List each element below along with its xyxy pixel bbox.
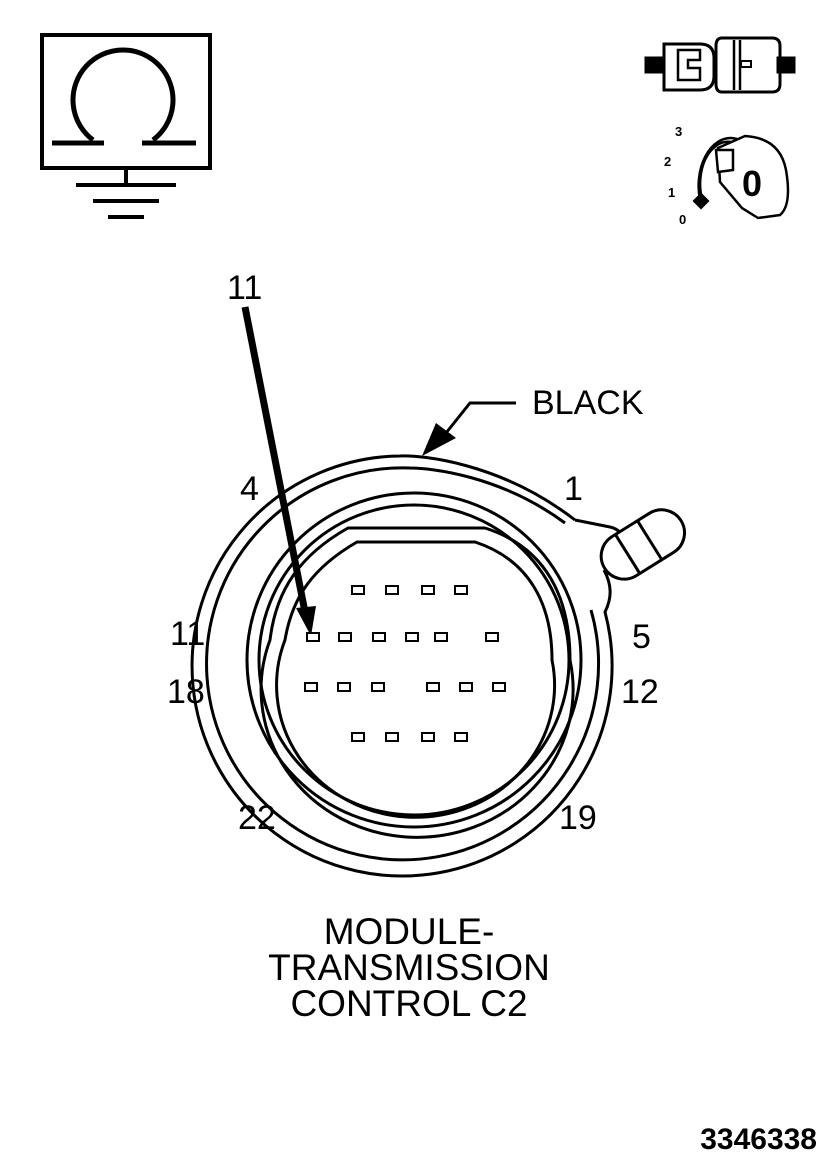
color-callout-leader [422, 401, 516, 456]
terminal-cavities [304, 585, 506, 742]
terminal-cavity [454, 585, 468, 595]
pin-label-12: 12 [621, 673, 659, 711]
pin-label-22: 22 [238, 799, 276, 837]
terminal-cavity [385, 732, 399, 742]
pin-label-1: 1 [564, 470, 583, 508]
terminal-cavity [371, 682, 385, 692]
terminal-cavity [385, 585, 399, 595]
terminal-cavity [454, 732, 468, 742]
terminal-cavity [372, 632, 386, 642]
ignition-position-2: 2 [664, 154, 671, 169]
terminal-cavity [405, 632, 419, 642]
terminal-cavity [304, 682, 318, 692]
terminal-cavity [459, 682, 473, 692]
ignition-position-1: 1 [668, 185, 675, 200]
terminal-cavity [421, 732, 435, 742]
ignition-key-off-icon: 3 2 1 0 0 [664, 124, 790, 227]
terminal-cavity [421, 585, 435, 595]
pin-label-5: 5 [632, 618, 651, 656]
figure-number: 3346338 [700, 1123, 817, 1156]
pin-label-18: 18 [167, 673, 205, 711]
caption-line-3: CONTROL C2 [290, 983, 527, 1024]
connector-body [190, 454, 687, 878]
terminal-cavity [338, 632, 352, 642]
terminal-cavity [485, 632, 499, 642]
ohmmeter-ground-icon [40, 33, 212, 219]
terminal-cavity [434, 632, 448, 642]
connector-color-label: BLACK [532, 384, 644, 422]
terminal-cavity [351, 585, 365, 595]
terminal-cavity [306, 632, 320, 642]
pin-label-11: 11 [170, 615, 205, 653]
terminal-cavity [351, 732, 365, 742]
ignition-key-label: 0 [742, 163, 762, 204]
connector-latch [599, 508, 687, 581]
disconnected-connector-icon [644, 36, 796, 94]
caption-line-1: MODULE- [324, 911, 495, 952]
ignition-position-0: 0 [679, 212, 686, 227]
ignition-position-3: 3 [675, 124, 682, 139]
pin-label-19: 19 [559, 799, 597, 837]
terminal-cavity [492, 682, 506, 692]
pin-label-4: 4 [240, 470, 259, 508]
terminal-cavity [426, 682, 440, 692]
caption-line-2: TRANSMISSION [268, 947, 550, 988]
terminal-cavity [337, 682, 351, 692]
pointer-label: 11 [227, 269, 262, 307]
